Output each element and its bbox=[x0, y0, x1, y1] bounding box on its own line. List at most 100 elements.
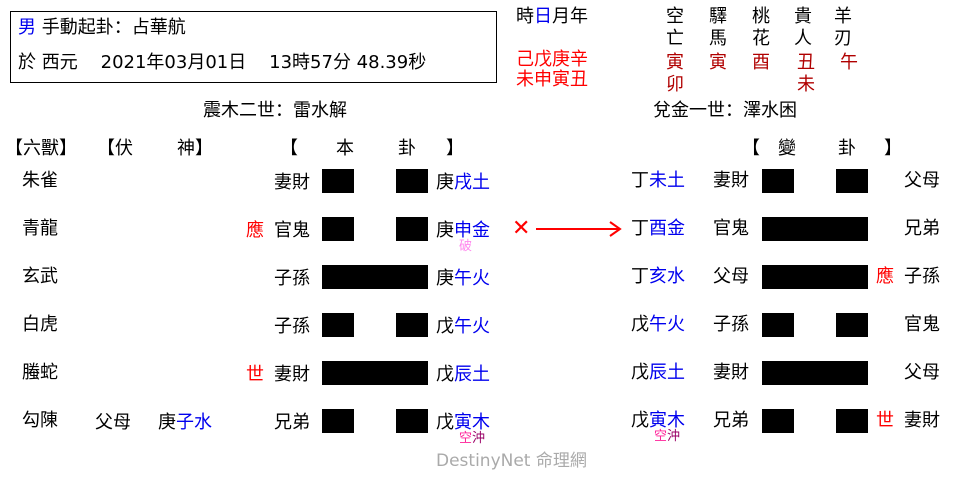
beast: 勾陳 bbox=[22, 410, 58, 431]
po-note: 破 bbox=[459, 239, 473, 254]
shensha-value: 酉 bbox=[752, 52, 770, 73]
c-branch: 未土 bbox=[649, 170, 685, 191]
c-six-relation: 妻財 bbox=[904, 410, 940, 431]
arrow-head-icon bbox=[609, 221, 622, 237]
c-branch: 酉金 bbox=[649, 218, 685, 239]
c-header-close: 】 bbox=[884, 138, 902, 159]
fushen-stem: 庚 bbox=[158, 412, 176, 433]
date: 2021年03月01日 bbox=[100, 52, 247, 73]
stem: 戊 bbox=[436, 316, 454, 337]
c-yin-line-left bbox=[762, 169, 794, 193]
shensha-guiren-1: 貴 bbox=[794, 6, 812, 27]
c-yin-line-left bbox=[762, 409, 794, 433]
c-relation: 子孫 bbox=[713, 314, 749, 335]
changed-gua-title: 兌金一世：澤水困 bbox=[653, 100, 797, 121]
header-open: 【 bbox=[280, 138, 298, 159]
c-relation: 兄弟 bbox=[713, 410, 749, 431]
yin-line-left bbox=[322, 313, 354, 337]
c-yin-line-left bbox=[762, 313, 794, 337]
kong-note: 空 bbox=[459, 431, 473, 446]
stem: 庚 bbox=[436, 220, 454, 241]
branch: 申金 bbox=[454, 220, 490, 241]
branch: 午火 bbox=[454, 316, 490, 337]
c-kong-chong-note: 空沖 bbox=[654, 430, 680, 443]
shensha-yangren-2: 刃 bbox=[834, 28, 852, 49]
c-najia: 丁未土 bbox=[631, 172, 685, 190]
c-branch: 辰土 bbox=[649, 362, 685, 383]
arrow-line bbox=[536, 228, 620, 230]
yin-line-right bbox=[396, 169, 428, 193]
relation: 妻財 bbox=[274, 364, 310, 385]
relation: 官鬼 bbox=[274, 220, 310, 241]
c-branch: 亥水 bbox=[649, 266, 685, 287]
main-gua-title: 震木二世：雷水解 bbox=[203, 100, 347, 121]
beast: 玄武 bbox=[22, 266, 58, 287]
fushen-relation: 父母 bbox=[95, 412, 131, 433]
c-header-gua: 卦 bbox=[838, 138, 856, 159]
yin-line-right bbox=[396, 217, 428, 241]
fushen-najia: 庚子水 bbox=[158, 414, 212, 432]
c-relation: 妻財 bbox=[713, 170, 749, 191]
relation: 妻財 bbox=[274, 172, 310, 193]
shensha-taohua-1: 桃 bbox=[752, 6, 770, 27]
c-stem: 丁 bbox=[631, 170, 649, 191]
c-six-relation: 兄弟 bbox=[904, 218, 940, 239]
header-shen: 神】 bbox=[177, 138, 213, 159]
shensha-value: 未 bbox=[797, 74, 815, 95]
c-relation: 官鬼 bbox=[713, 218, 749, 239]
shensha-kongwang-2: 亡 bbox=[666, 28, 684, 49]
c-six-relation: 子孫 bbox=[904, 266, 940, 287]
header-line-1: 男 手動起卦：占華航 bbox=[18, 19, 186, 37]
c-stem: 戊 bbox=[631, 314, 649, 335]
c-branch: 寅木 bbox=[649, 410, 685, 431]
najia: 庚申金 bbox=[436, 222, 490, 240]
shensha-value: 寅 bbox=[666, 52, 684, 73]
header-fu: 【伏 bbox=[97, 138, 133, 159]
beast: 朱雀 bbox=[22, 170, 58, 191]
date-prefix: 於 西元 bbox=[18, 52, 78, 73]
yin-line-right bbox=[396, 409, 428, 433]
label-month-year: 月年 bbox=[552, 6, 588, 27]
stem: 庚 bbox=[436, 268, 454, 289]
c-branch: 午火 bbox=[649, 314, 685, 335]
c-stem: 丁 bbox=[631, 266, 649, 287]
c-stem: 戊 bbox=[631, 362, 649, 383]
shensha-yima-2: 馬 bbox=[709, 28, 727, 49]
relation: 兄弟 bbox=[274, 412, 310, 433]
kong-chong-note: 空沖 bbox=[459, 432, 485, 445]
c-header-bian: 變 bbox=[778, 138, 796, 159]
branch: 午火 bbox=[454, 268, 490, 289]
pillar-labels: 時日月年 bbox=[516, 8, 588, 26]
c-relation: 父母 bbox=[713, 266, 749, 287]
c-header-open: 【 bbox=[742, 138, 760, 159]
c-yang-line bbox=[762, 217, 868, 241]
shensha-value: 丑 bbox=[797, 52, 815, 73]
relation: 子孫 bbox=[274, 316, 310, 337]
gender: 男 bbox=[18, 17, 36, 38]
c-six-relation: 官鬼 bbox=[904, 314, 940, 335]
header-gua: 卦 bbox=[398, 138, 416, 159]
method: 手動起卦：占華航 bbox=[41, 17, 186, 38]
ying-mark: 應 bbox=[246, 220, 264, 241]
stem: 庚 bbox=[436, 172, 454, 193]
yin-line-left bbox=[322, 409, 354, 433]
najia: 戊午火 bbox=[436, 318, 490, 336]
pillar-branches: 未申寅丑 bbox=[516, 69, 588, 90]
yang-line bbox=[322, 361, 428, 385]
shensha-kongwang-1: 空 bbox=[666, 6, 684, 27]
branch: 戌土 bbox=[454, 172, 490, 193]
najia: 戊寅木 bbox=[436, 414, 490, 432]
c-yin-line-right bbox=[836, 313, 868, 337]
c-relation: 妻財 bbox=[713, 362, 749, 383]
stem: 戊 bbox=[436, 364, 454, 385]
c-kong-note: 空 bbox=[654, 429, 668, 444]
c-najia: 丁酉金 bbox=[631, 220, 685, 238]
najia: 戊辰土 bbox=[436, 366, 490, 384]
stem: 戊 bbox=[436, 412, 454, 433]
c-ying-mark: 應 bbox=[876, 266, 894, 287]
shensha-value: 卯 bbox=[666, 74, 684, 95]
c-yang-line bbox=[762, 265, 868, 289]
shensha-yangren-1: 羊 bbox=[834, 6, 852, 27]
moving-line-x-icon: ✕ bbox=[512, 216, 531, 241]
label-hour: 時 bbox=[516, 6, 534, 27]
